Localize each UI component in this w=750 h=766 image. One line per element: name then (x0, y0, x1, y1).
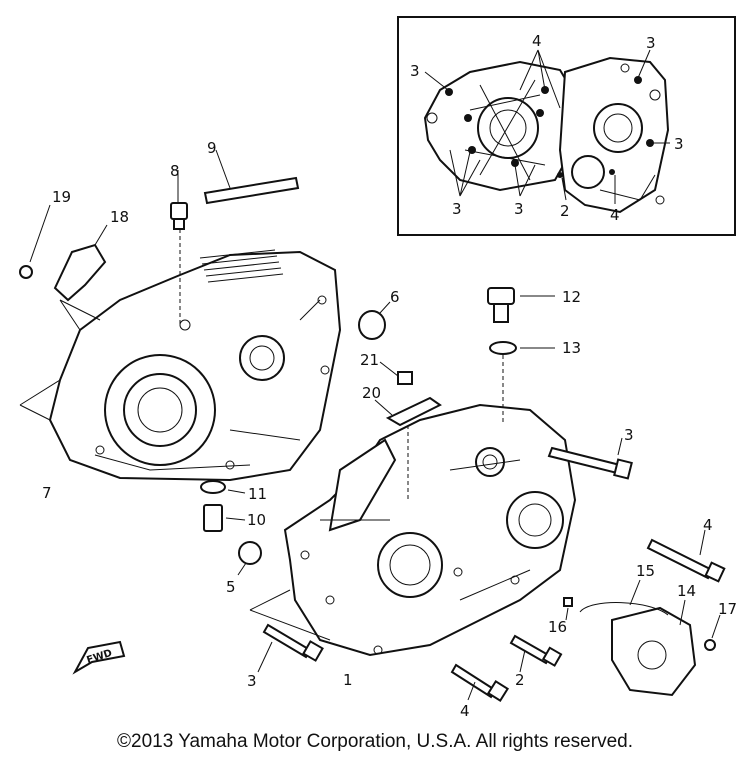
collar-part (237, 541, 262, 576)
clip-part (374, 396, 442, 500)
right-crankcase-half (249, 403, 577, 657)
callout-1: 1 (343, 671, 353, 689)
screw-19-part (19, 204, 51, 279)
bushing-part (358, 301, 391, 340)
callout-5: 5 (226, 578, 236, 596)
copyright-notice: ©2013 Yamaha Motor Corporation, U.S.A. A… (117, 731, 633, 752)
cover-part (563, 579, 721, 697)
callout-3-bottom: 4 (460, 702, 470, 720)
callout-4-right: 4 (703, 516, 713, 534)
callout-19: 19 (52, 188, 71, 206)
washer-11-part (200, 480, 246, 494)
callout-16: 16 (548, 618, 567, 636)
callout-11: 11 (248, 485, 267, 503)
bolt-21-part (379, 361, 413, 385)
left-crankcase-half (19, 249, 342, 482)
inset-label-4-bottom: 4 (610, 206, 620, 224)
inset-label-3-top-right: 3 (646, 34, 656, 52)
bolt-3-bottom (450, 663, 510, 703)
callout-3-lower-left: 3 (247, 672, 257, 690)
inset-label-3-bottom-left: 3 (452, 200, 462, 218)
callout-3-upper: 3 (624, 426, 634, 444)
callout-18: 18 (110, 208, 129, 226)
drain-plug-part (487, 287, 555, 323)
inset-label-3-right: 3 (674, 135, 684, 153)
callout-17: 17 (718, 600, 737, 618)
inset-label-3-bottom-mid: 3 (514, 200, 524, 218)
callout-13: 13 (562, 339, 581, 357)
bolt-4-right (646, 529, 726, 583)
callout-6: 6 (390, 288, 400, 306)
bolt-2-lower (509, 634, 563, 673)
callout-7: 7 (42, 484, 52, 502)
callout-10: 10 (247, 511, 266, 529)
callout-12: 12 (562, 288, 581, 306)
inset-label-3-left: 3 (410, 62, 420, 80)
washer-13-part (489, 341, 555, 425)
fwd-arrow-icon: FWD (72, 640, 126, 675)
bolt-10-part (203, 504, 246, 532)
callout-8: 8 (170, 162, 180, 180)
callout-14: 14 (677, 582, 696, 600)
bracket-part (53, 224, 108, 302)
inset-crankcase-view: 4 3 3 3 3 3 2 4 (397, 16, 736, 236)
inset-label-2: 2 (560, 202, 570, 220)
neutral-switch-part (170, 170, 188, 325)
callout-2-lower: 2 (515, 671, 525, 689)
callout-21: 21 (360, 351, 379, 369)
inset-label-4-top: 4 (532, 32, 542, 50)
bolt-3-lower-left (257, 623, 324, 673)
callout-labels: 1 2 3 3 4 4 4 5 6 7 8 9 10 11 12 13 14 1… (42, 139, 737, 720)
callout-20: 20 (362, 384, 381, 402)
callout-9: 9 (207, 139, 217, 157)
shaft-part (203, 149, 300, 205)
callout-15: 15 (636, 562, 655, 580)
bolt-3-upper-right (547, 437, 633, 480)
